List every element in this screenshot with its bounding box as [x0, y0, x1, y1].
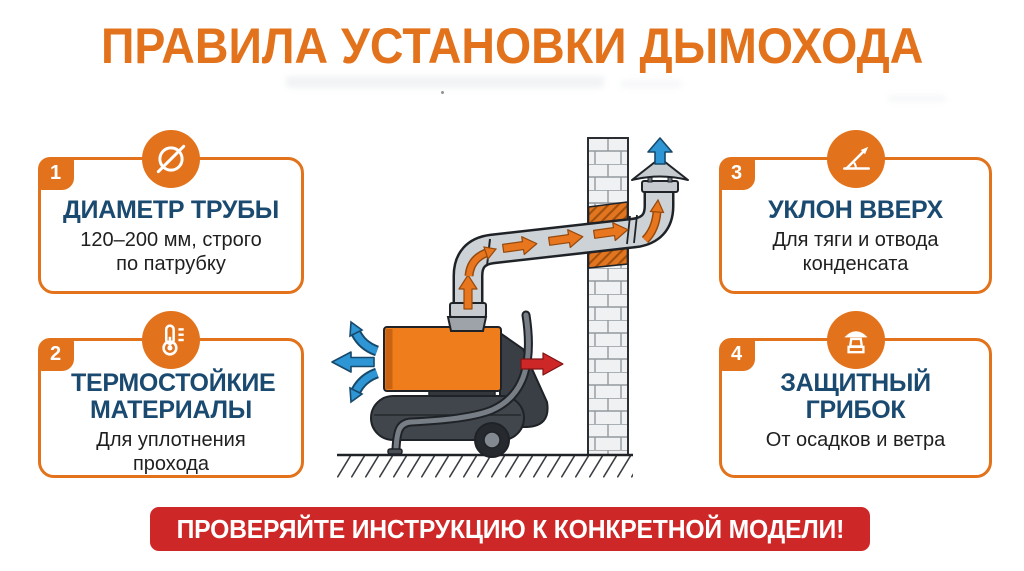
air-intake-arrows: [331, 320, 380, 404]
warning-banner-label: ПРОВЕРЯЙТЕ ИНСТРУКЦИЮ К КОНКРЕТНОЙ МОДЕЛ…: [176, 513, 844, 544]
upward-slope-icon: [826, 130, 885, 188]
card-number-badge: 4: [718, 337, 755, 371]
rule-card-diameter: 1 ДИАМЕТР ТРУБЫ 120–200 мм, строго по па…: [37, 130, 304, 294]
exhaust-outlet-arrow: [647, 137, 673, 165]
erased-text-remnant: [286, 76, 604, 88]
chimney-cap-icon: [826, 311, 885, 369]
erased-text-remnant: [888, 95, 946, 102]
card-number-badge: 3: [718, 156, 755, 190]
card-body: Для уплотнения прохода: [96, 429, 246, 476]
erased-text-remnant: [441, 91, 444, 94]
heater-body: [383, 326, 502, 392]
warning-banner: ПРОВЕРЯЙТЕ ИНСТРУКЦИЮ К КОНКРЕТНОЙ МОДЕЛ…: [150, 507, 870, 551]
rule-card-cap: 4 ЗАЩИТНЫЙ ГРИБОК От осадков и ветра: [718, 311, 992, 478]
erased-text-remnant: [620, 80, 682, 88]
diameter-icon: [142, 130, 200, 188]
card-body: 120–200 мм, строго по патрубку: [80, 229, 262, 276]
card-title: ЗАЩИТНЫЙ ГРИБОК: [780, 369, 931, 424]
card-title: ТЕРМОСТОЙКИЕ МАТЕРИАЛЫ: [71, 369, 276, 424]
flue-gas-flow-arrows: [458, 198, 665, 310]
hot-air-outlet-arrow: [520, 352, 564, 376]
card-number-badge: 1: [37, 156, 74, 190]
card-body: От осадков и ветра: [765, 429, 946, 451]
card-body: Для тяги и отвода конденсата: [772, 229, 939, 276]
thermometer-icon: [142, 311, 200, 369]
heater-chimney-illustration: [331, 137, 689, 478]
brick-wall: [587, 137, 629, 456]
title-bar: ПРАВИЛА УСТАНОВКИ ДЫМОХОДА: [0, 20, 1024, 72]
ground: [337, 453, 633, 478]
card-number-badge: 2: [37, 337, 74, 371]
page-title: ПРАВИЛА УСТАНОВКИ ДЫМОХОДА: [100, 18, 924, 74]
rule-card-materials: 2 ТЕРМОСТОЙКИЕ МАТЕРИАЛЫ Для уплотнения …: [37, 311, 304, 478]
rule-card-slope: 3 УКЛОН ВВЕРХ Для тяги и отвода конденса…: [718, 130, 992, 294]
card-title: УКЛОН ВВЕРХ: [768, 196, 943, 224]
card-title: ДИАМЕТР ТРУБЫ: [63, 196, 279, 224]
diesel-heater: [370, 310, 549, 458]
